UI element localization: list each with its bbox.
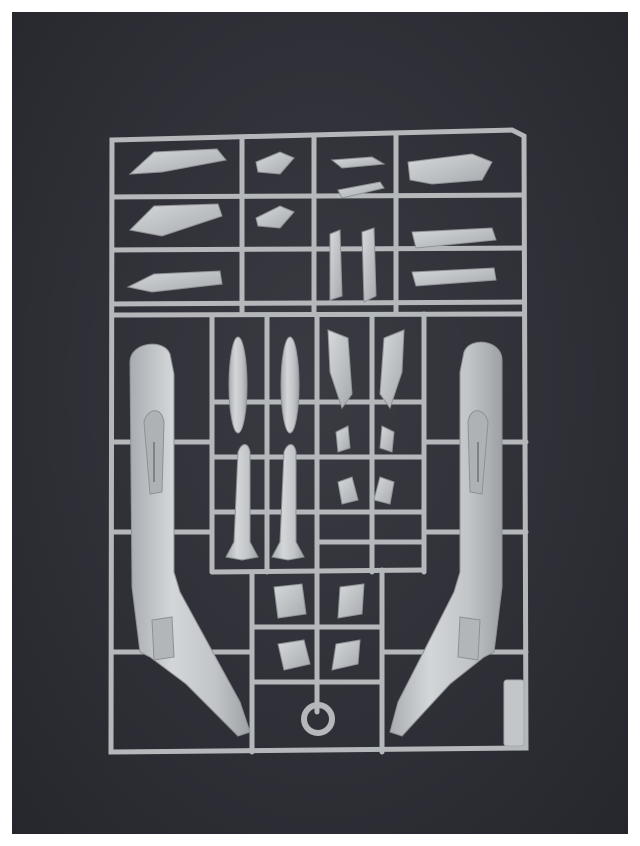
small-parts	[255, 151, 493, 229]
fuselage-right	[389, 341, 503, 737]
fuselage-left	[129, 343, 251, 737]
photo	[12, 12, 628, 834]
fuel-tanks	[228, 336, 300, 434]
wing-parts	[126, 148, 227, 293]
sprue-tag	[503, 679, 525, 747]
sprue-ring	[301, 702, 335, 736]
model-kit-sprue	[108, 127, 529, 755]
missiles	[225, 444, 305, 561]
intake-parts	[327, 329, 405, 505]
pylon-parts	[329, 227, 497, 303]
lower-parts	[273, 583, 365, 671]
